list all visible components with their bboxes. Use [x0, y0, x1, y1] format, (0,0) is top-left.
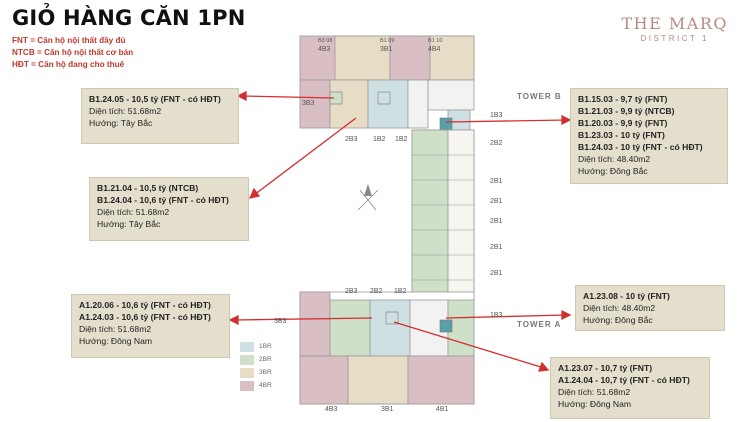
tower-a-label: TOWER A — [517, 320, 562, 329]
unit-price-line: A1.24.03 - 10,6 tỷ (FNT - có HĐT) — [79, 312, 211, 322]
unit-direction: Hướng: Tây Bắc — [89, 118, 153, 128]
info-box-a1-23-08: A1.23.08 - 10 tỷ (FNT) Diện tích: 48.40m… — [575, 285, 725, 331]
unit-type-label: 2BR — [259, 356, 272, 363]
unit-direction: Hướng: Đông Bắc — [578, 166, 648, 176]
info-box-a1-23-07: A1.23.07 - 10,7 tỷ (FNT) A1.24.04 - 10,7… — [550, 357, 710, 419]
unit-price-line: A1.23.08 - 10 tỷ (FNT) — [583, 291, 670, 301]
tower-b-label: TOWER B — [517, 92, 562, 101]
unit-price-line: B1.24.04 - 10,6 tỷ (FNT - có HĐT) — [97, 195, 229, 205]
brand-name: THE MARQ — [621, 14, 728, 33]
compass-icon — [357, 184, 379, 211]
unit-direction: Hướng: Đông Nam — [558, 399, 632, 409]
info-box-b1-15-03: B1.15.03 - 9,7 tỷ (FNT) B1.21.03 - 9,9 t… — [570, 88, 728, 184]
unit-area: Diện tích: 51.68m2 — [89, 106, 162, 116]
unit-type-2br: 2BR — [240, 353, 272, 366]
swatch-3br — [240, 367, 254, 378]
swatch-4br — [240, 380, 254, 391]
tower-b-plan — [299, 35, 475, 301]
unit-price-line: A1.20.06 - 10,6 tỷ (FNT - có HĐT) — [79, 300, 211, 310]
unit-price-line: B1.20.03 - 9,9 tỷ (FNT) — [578, 118, 668, 128]
unit-price-line: A1.24.04 - 10,7 tỷ (FNT - có HĐT) — [558, 375, 690, 385]
page-title: GIỎ HÀNG CĂN 1PN — [12, 6, 246, 30]
unit-price-line: B1.15.03 - 9,7 tỷ (FNT) — [578, 94, 668, 104]
brand-subtitle: DISTRICT 1 — [640, 34, 709, 43]
unit-area: Diện tích: 51.68m2 — [79, 324, 152, 334]
legend-hdt: HĐT = Căn hộ đang cho thuê — [12, 60, 125, 70]
unit-type-1br: 1BR — [240, 340, 272, 353]
info-box-b1-21-04: B1.21.04 - 10,5 tỷ (NTCB) B1.24.04 - 10,… — [89, 177, 249, 241]
unit-area: Diện tích: 48.40m2 — [583, 303, 656, 313]
unit-type-4br: 4BR — [240, 379, 272, 392]
pointer-arrows — [228, 90, 572, 372]
unit-type-label: 3BR — [259, 369, 272, 376]
unit-price-line: A1.23.07 - 10,7 tỷ (FNT) — [558, 363, 653, 373]
unit-direction: Hướng: Tây Bắc — [97, 219, 161, 229]
legend-ntcb: NTCB = Căn hộ nội thất cơ bản — [12, 48, 134, 58]
unit-price-line: B1.21.03 - 9,9 tỷ (NTCB) — [578, 106, 675, 116]
unit-area: Diện tích: 48.40m2 — [578, 154, 651, 164]
abbreviation-legend: FNT = Căn hộ nội thất đầy đủ NTCB = Căn … — [12, 35, 133, 72]
unit-type-3br: 3BR — [240, 366, 272, 379]
brand-logo: THE MARQ DISTRICT 1 — [622, 14, 729, 43]
unit-direction: Hướng: Đông Nam — [79, 336, 153, 346]
unit-type-label: 4BR — [259, 382, 272, 389]
legend-fnt: FNT = Căn hộ nội thất đầy đủ — [12, 36, 126, 45]
unit-area: Diện tích: 51.68m2 — [97, 207, 170, 217]
info-box-a1-20-06: A1.20.06 - 10,6 tỷ (FNT - có HĐT) A1.24.… — [71, 294, 230, 358]
tower-a-plan — [299, 291, 475, 405]
info-box-b1-24-05: B1.24.05 - 10,5 tỷ (FNT - có HĐT) Diện t… — [81, 88, 239, 144]
unit-price-line: B1.24.03 - 10 tỷ (FNT - có HĐT) — [578, 142, 703, 152]
swatch-1br — [240, 341, 254, 352]
unit-type-label: 1BR — [259, 343, 272, 350]
swatch-2br — [240, 354, 254, 365]
unit-price-line: B1.23.03 - 10 tỷ (FNT) — [578, 130, 665, 140]
unit-price-line: B1.24.05 - 10,5 tỷ (FNT - có HĐT) — [89, 94, 221, 104]
unit-price-line: B1.21.04 - 10,5 tỷ (NTCB) — [97, 183, 199, 193]
unit-type-legend: 1BR 2BR 3BR 4BR — [240, 340, 272, 392]
unit-area: Diện tích: 51.68m2 — [558, 387, 631, 397]
unit-direction: Hướng: Đông Bắc — [583, 315, 653, 325]
